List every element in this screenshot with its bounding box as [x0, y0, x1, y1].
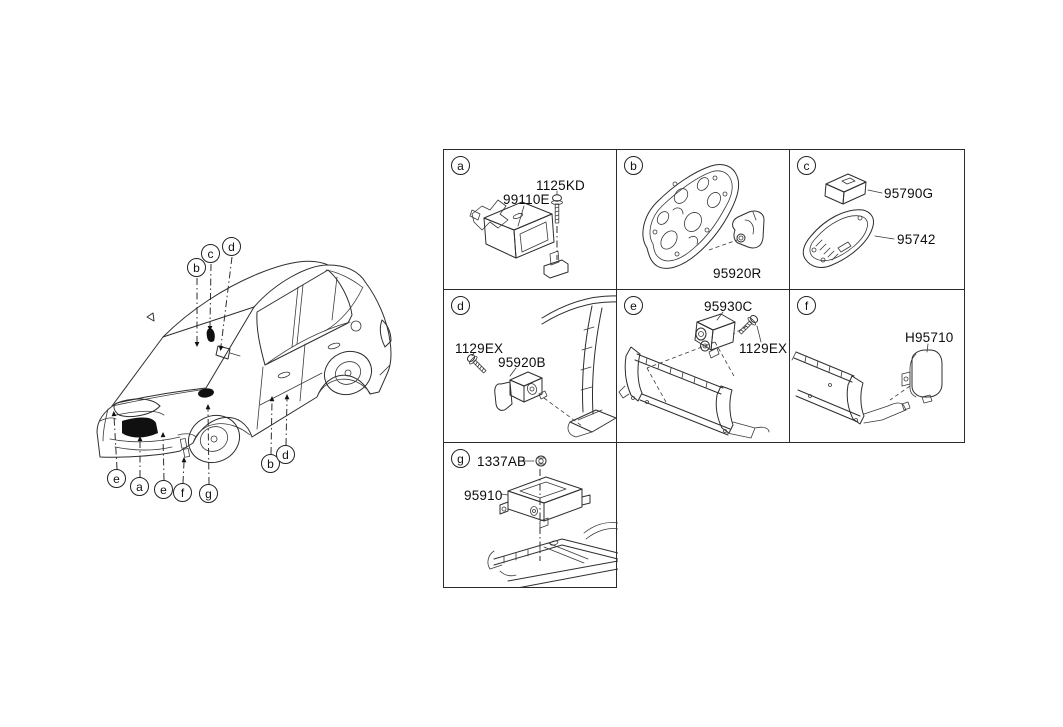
part-label-95920R[interactable]: 95920R [713, 266, 762, 281]
callout-a-grille[interactable]: a [130, 477, 149, 496]
callout-e-bumper[interactable]: e [154, 480, 173, 499]
part-label-99110E[interactable]: 99110E [503, 192, 550, 207]
callout-d-door[interactable]: d [276, 445, 295, 464]
airbag-control-module-drawing-icon [444, 443, 618, 588]
callout-b-door[interactable]: b [261, 454, 280, 473]
camera-cover-drawing-icon [790, 150, 965, 291]
cell-letter-d[interactable]: d [451, 296, 470, 315]
part-label-95742[interactable]: 95742 [897, 232, 936, 247]
callout-e-front-left[interactable]: e [107, 469, 126, 488]
cell-letter-a[interactable]: a [451, 156, 470, 175]
vehicle-location-figure [60, 225, 430, 515]
part-label-95910[interactable]: 95910 [464, 488, 503, 503]
callout-g-cowl[interactable]: g [199, 484, 218, 503]
door-module-drawing-icon [617, 150, 790, 291]
cell-letter-f[interactable]: f [797, 296, 816, 315]
cell-letter-b[interactable]: b [624, 156, 643, 175]
part-label-95790G[interactable]: 95790G [884, 186, 934, 201]
parts-cell-a: a 1125KD 99110E [443, 149, 617, 290]
side-impact-sensor-drawing-icon [444, 290, 618, 443]
parts-cell-g: g 1337AB 95910 [443, 443, 617, 588]
radar-module-drawing-icon [444, 150, 618, 291]
part-label-1129EX[interactable]: 1129EX [739, 341, 788, 356]
part-label-H95710[interactable]: H95710 [905, 330, 954, 345]
part-label-95920B[interactable]: 95920B [498, 355, 546, 370]
callout-d-windshield[interactable]: d [222, 237, 241, 256]
front-impact-sensor-drawing-icon [617, 290, 790, 443]
parts-cell-b: b 95920R [617, 149, 790, 290]
part-label-1129EX[interactable]: 1129EX [455, 341, 504, 356]
parts-cell-d: d 1129EX 95920B [443, 290, 617, 443]
parts-cell-f: f H95710 [790, 290, 965, 443]
cell-letter-g[interactable]: g [451, 449, 470, 468]
callout-b-roof[interactable]: b [187, 258, 206, 277]
relay-unit-drawing-icon [790, 290, 965, 443]
cell-letter-e[interactable]: e [624, 296, 643, 315]
part-label-95930C[interactable]: 95930C [704, 299, 753, 314]
part-label-1337AB[interactable]: 1337AB [477, 454, 527, 469]
callout-f-bumper[interactable]: f [173, 483, 192, 502]
parts-cell-c: c 95790G 95742 [790, 149, 965, 290]
callout-c-windshield[interactable]: c [201, 244, 220, 263]
vehicle-illustration-icon [60, 225, 430, 515]
cell-letter-c[interactable]: c [797, 156, 816, 175]
part-label-1125KD[interactable]: 1125KD [536, 178, 585, 193]
parts-cell-e: e 95930C 1129EX [617, 290, 790, 443]
